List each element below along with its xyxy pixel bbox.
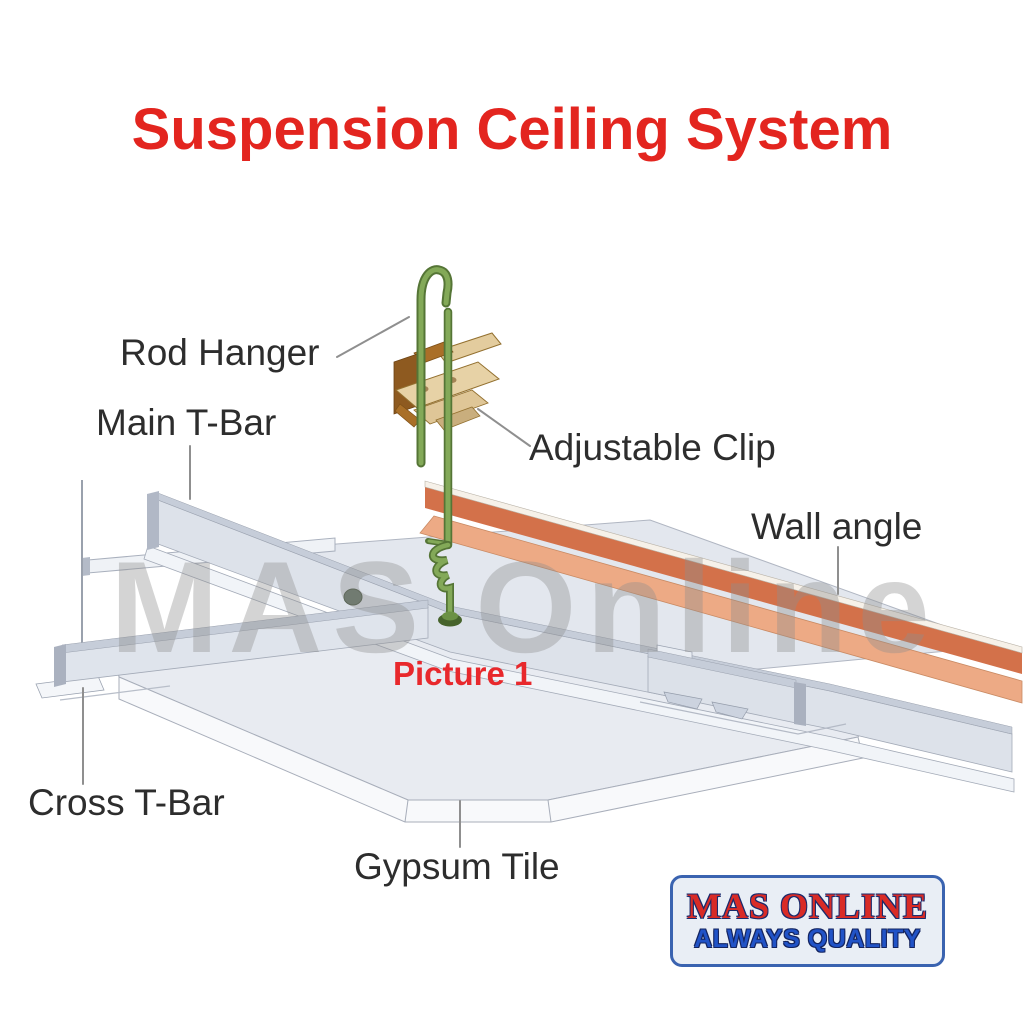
brand-logo: MAS ONLINE ALWAYS QUALITY: [670, 875, 945, 967]
cross-t-bar-graphic: [35, 599, 429, 701]
connector-knob-graphic: [343, 588, 363, 606]
ceiling-diagram: MAS Online Rod Hanger Main T-Bar Adjusta…: [0, 240, 1024, 920]
label-adjustable-clip: Adjustable Clip: [529, 427, 776, 468]
brand-name: MAS ONLINE: [686, 886, 929, 927]
ceiling-diagram-illustration: [35, 265, 1023, 848]
page-title: Suspension Ceiling System: [131, 97, 893, 162]
leader-lines: [82, 316, 839, 848]
label-rod-hanger: Rod Hanger: [120, 332, 320, 373]
rod-hanger-graphic: [416, 265, 462, 627]
label-main-t-bar: Main T-Bar: [96, 402, 277, 443]
watermark-text: MAS Online: [110, 534, 940, 680]
wall-angle-graphic: [419, 480, 1023, 704]
label-wall-angle: Wall angle: [751, 506, 923, 547]
cross-t-bar-right-graphic: [639, 644, 847, 735]
brand-tagline: ALWAYS QUALITY: [694, 925, 921, 954]
label-gypsum-tile: Gypsum Tile: [354, 846, 560, 887]
picture-caption: Picture 1: [393, 655, 533, 692]
label-cross-t-bar: Cross T-Bar: [28, 782, 225, 823]
